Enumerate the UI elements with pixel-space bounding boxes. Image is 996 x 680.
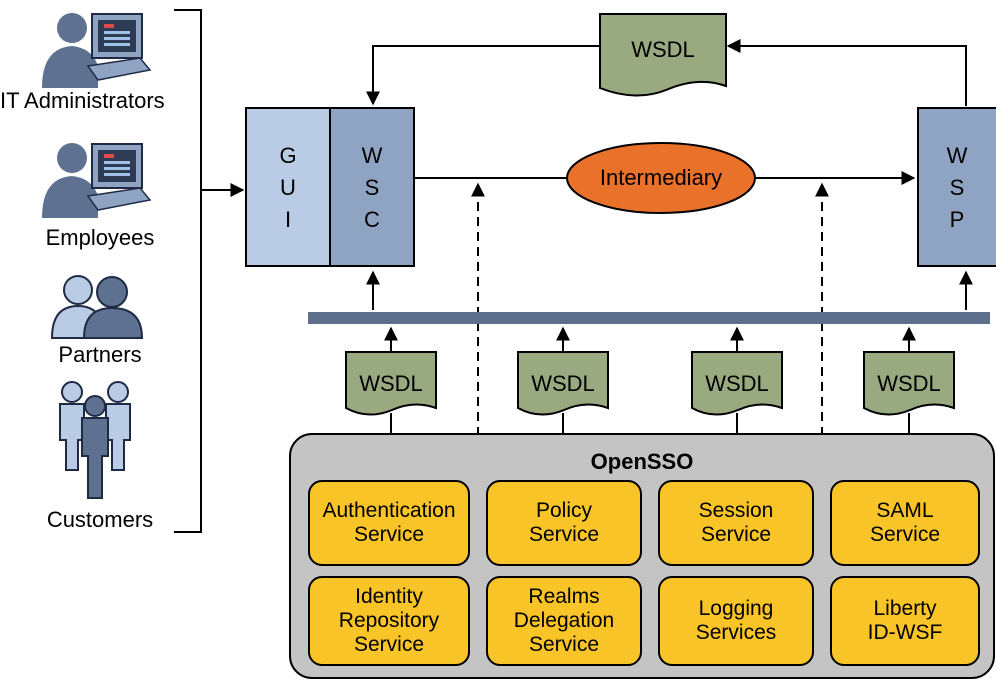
service-authentication: Authentication Service: [308, 480, 470, 566]
partners-people-icon: [50, 275, 144, 339]
wsc-letter: W: [361, 143, 383, 168]
wsdl-label: WSDL: [705, 371, 769, 396]
wsc-letter: C: [364, 207, 380, 232]
service-label: Logging Services: [695, 597, 777, 644]
opensso-title: OpenSSO: [590, 449, 694, 474]
wsdl-top-label: WSDL: [631, 37, 695, 62]
gui-letter: I: [284, 207, 292, 232]
service-session: Session Service: [658, 480, 814, 566]
service-policy: Policy Service: [486, 480, 642, 566]
wsc-label: W S C: [330, 140, 414, 236]
actor-label-employees: Employees: [45, 225, 155, 250]
service-label: SAML Service: [869, 499, 941, 546]
service-label: Realms Delegation Service: [513, 585, 615, 656]
actor-bracket: [174, 9, 245, 533]
wsdl-label: WSDL: [359, 371, 423, 396]
wsp-letter: W: [946, 143, 968, 168]
service-label: Session Service: [698, 499, 774, 546]
wsdl-docs-row: [345, 351, 955, 416]
wsp-panel: [917, 107, 996, 267]
wsp-letter: S: [949, 175, 965, 200]
wsp-letter: P: [949, 207, 965, 232]
employee-workstation-icon: [42, 143, 152, 218]
gui-letter: G: [279, 143, 297, 168]
wsc-letter: S: [364, 175, 380, 200]
wsp-label: W S P: [918, 140, 996, 236]
actor-label-it-administrators: IT Administrators: [0, 88, 165, 113]
gui-letter: U: [280, 175, 296, 200]
wsdl-bus-arrows: [384, 326, 916, 434]
intermediary-label: Intermediary: [599, 165, 723, 190]
customers-people-icon: [59, 381, 131, 499]
administrator-workstation-icon: [42, 13, 152, 88]
service-label: Identity Repository Service: [338, 585, 440, 656]
wsdl-doc-top: [599, 13, 727, 97]
service-saml: SAML Service: [830, 480, 980, 566]
wsdl-label: WSDL: [877, 371, 941, 396]
service-label: Policy Service: [528, 499, 600, 546]
actor-label-partners: Partners: [58, 342, 142, 367]
wsdl-label: WSDL: [531, 371, 595, 396]
bus-up-arrows: [366, 270, 973, 310]
gui-panel: [245, 107, 331, 267]
service-liberty-id-wsf: Liberty ID-WSF: [830, 576, 980, 666]
service-label: Authentication Service: [322, 499, 456, 546]
gui-label: G U I: [246, 140, 330, 236]
service-bus: [308, 312, 990, 324]
wsdl-publish-arrows: [366, 39, 967, 106]
service-realms-delegation: Realms Delegation Service: [486, 576, 642, 666]
actor-label-customers: Customers: [46, 507, 154, 532]
service-logging: Logging Services: [658, 576, 814, 666]
dashed-connectors: [471, 182, 829, 436]
service-label: Liberty ID-WSF: [867, 597, 943, 644]
service-identity-repository: Identity Repository Service: [308, 576, 470, 666]
wsc-panel: [329, 107, 415, 267]
